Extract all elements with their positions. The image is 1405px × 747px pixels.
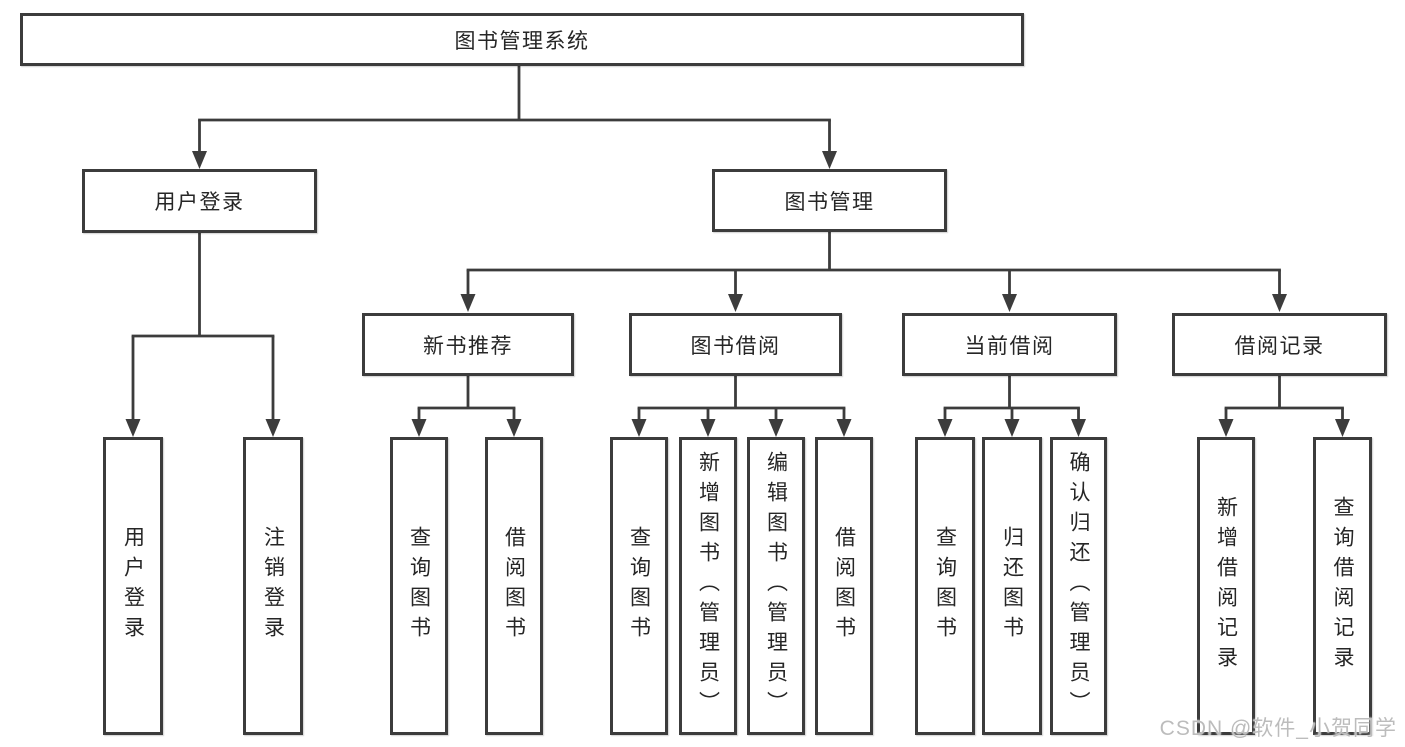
- leaf-nbr-borrow-book: 借阅图书: [485, 437, 543, 735]
- leaf-bb-borrow-book: 借阅图书: [815, 437, 873, 735]
- csdn-watermark: CSDN @软件_小贺同学: [1159, 717, 1397, 740]
- node-library-management-system: 图书管理系统: [20, 13, 1024, 66]
- leaf-bb-add-book-admin: 新增图书（管理员）: [679, 437, 737, 735]
- leaf-bb-query-book: 查询图书: [610, 437, 668, 735]
- leaf-bb-edit-book-admin: 编辑图书（管理员）: [747, 437, 805, 735]
- leaf-cb-query-book: 查询图书: [915, 437, 975, 735]
- leaf-cb-return-book: 归还图书: [982, 437, 1042, 735]
- leaf-logout: 注销登录: [243, 437, 303, 735]
- leaf-nbr-query-book: 查询图书: [390, 437, 448, 735]
- node-book-borrow: 图书借阅: [629, 313, 842, 376]
- node-borrow-records: 借阅记录: [1172, 313, 1387, 376]
- node-user-login: 用户登录: [82, 169, 317, 233]
- leaf-br-query-record: 查询借阅记录: [1313, 437, 1372, 735]
- leaf-br-add-record: 新增借阅记录: [1197, 437, 1255, 735]
- node-book-management: 图书管理: [712, 169, 947, 232]
- leaf-cb-confirm-return-admin: 确认归还（管理员）: [1050, 437, 1107, 735]
- node-current-borrow: 当前借阅: [902, 313, 1117, 376]
- node-new-book-recommend: 新书推荐: [362, 313, 574, 376]
- leaf-user-login: 用户登录: [103, 437, 163, 735]
